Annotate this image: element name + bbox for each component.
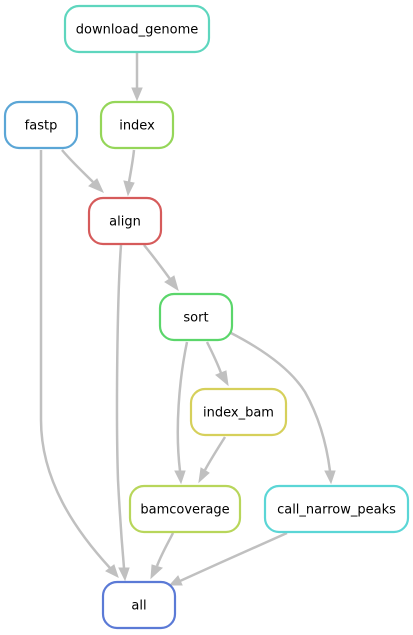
node-box [3,100,79,150]
edge-index-to-align [123,149,136,197]
edge-sort-to-index-bam [205,341,229,387]
edge-index-bam-to-bamcoverage [198,436,227,484]
node-label: index [119,119,155,134]
node-label: bamcoverage [140,503,229,518]
node-box [99,100,175,150]
node-label: align [109,215,141,230]
edge-fastp-to-all [39,150,119,578]
node-index-bam: index_bam [189,387,288,437]
node-download-genome: download_genome [63,4,211,54]
edge-line [203,436,227,471]
edge-arrowhead [198,467,210,484]
edge-line [127,149,136,183]
edge-align-to-all [115,244,130,582]
node-label: sort [183,311,208,326]
edge-arrowhead [88,178,104,193]
node-box [87,196,163,246]
edge-download-genome-to-index [131,53,143,102]
node-label: fastp [25,119,58,134]
edge-sort-to-bamcoverage [174,341,189,485]
node-bamcoverage: bamcoverage [128,484,242,534]
node-box [63,4,211,54]
node-label: all [131,599,146,614]
edge-arrowhead [324,470,336,485]
edge-arrowhead [164,275,179,292]
edge-line [179,531,288,583]
node-box [128,484,242,534]
node-label: call_narrow_peaks [277,503,396,518]
edge-sort-to-call-narrow-peaks [230,331,336,485]
edge-fastp-to-align [61,149,104,193]
node-box [101,580,177,630]
edge-arrowhead [215,370,229,387]
node-index: index [99,100,175,150]
edge-arrowhead [123,180,135,197]
edge-arrowhead [131,87,143,102]
node-sort: sort [158,292,234,342]
node-all: all [101,580,177,630]
edge-line [143,244,172,280]
node-call-narrow-peaks: call_narrow_peaks [263,484,410,534]
dag-edges [39,53,336,586]
node-fastp: fastp [3,100,79,150]
node-box [189,387,288,437]
edge-line [155,532,175,567]
edge-bamcoverage-to-all [150,532,175,580]
edge-arrowhead [168,575,183,586]
edge-arrowhead [118,567,130,582]
edge-arrowhead [174,470,186,485]
edge-line [230,331,332,472]
edge-align-to-sort [143,244,179,292]
node-label: index_bam [203,406,274,421]
edge-arrowhead [105,564,119,578]
edge-line [205,341,223,374]
edge-line [115,244,126,569]
edge-call-narrow-peaks-to-all [168,531,288,586]
node-align: align [87,196,163,246]
edge-line [61,149,94,183]
node-box [158,292,234,342]
edge-line [39,150,111,569]
node-label: download_genome [76,23,198,38]
edge-line [176,341,189,472]
edge-arrowhead [150,564,163,580]
node-box [263,484,410,534]
